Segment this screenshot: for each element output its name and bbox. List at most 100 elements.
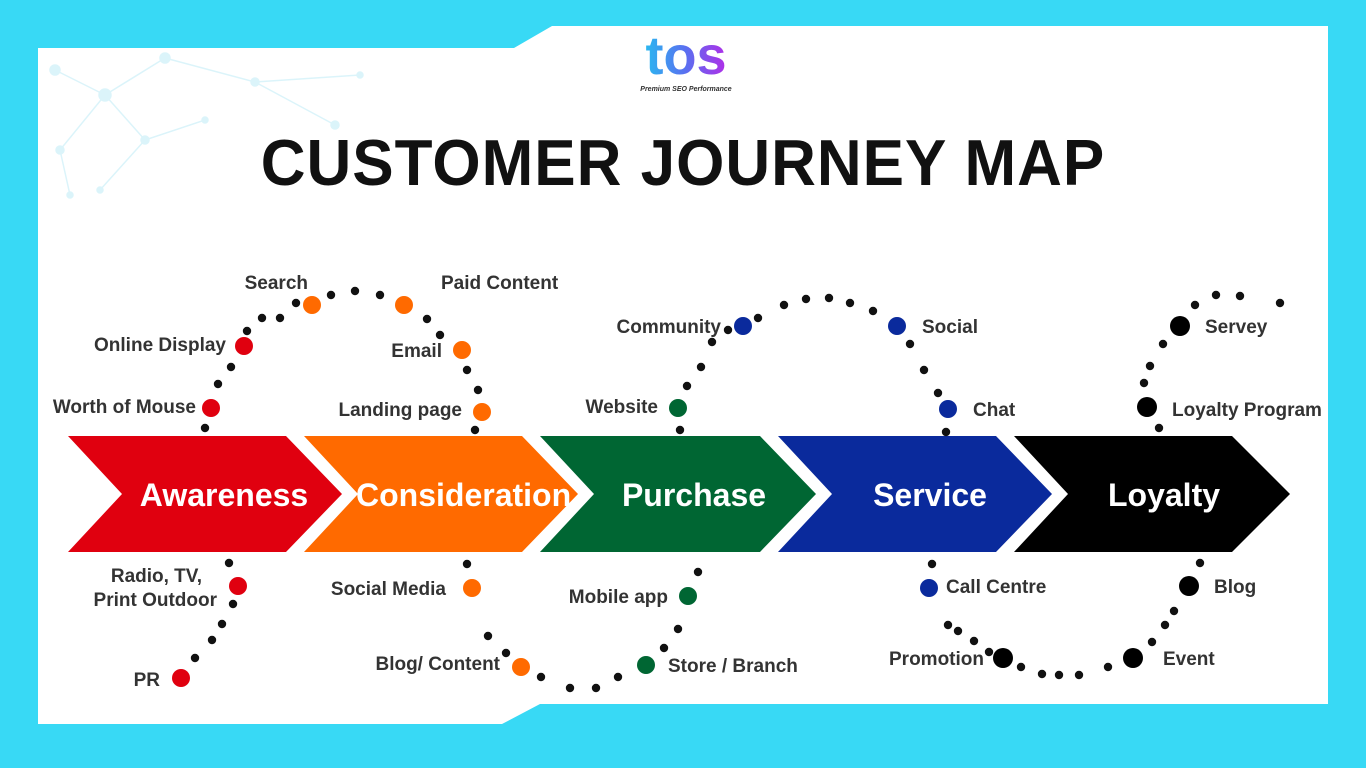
tos-logo: tos — [646, 30, 727, 86]
stage-label-loyalty: Loyalty — [1107, 477, 1221, 513]
path-dot — [462, 365, 472, 375]
touchpoint-dot-worth-of-mouse — [202, 399, 220, 417]
stage-label-consideration: Consideration — [356, 477, 572, 513]
path-dot — [462, 559, 472, 569]
touchpoint-search: Search — [244, 273, 308, 294]
touchpoint-loyalty-program: Loyalty Program — [1172, 400, 1322, 421]
path-dot — [1147, 637, 1157, 647]
path-dot — [228, 599, 238, 609]
path-dot — [226, 362, 236, 372]
stage-label-purchase: Purchase — [621, 477, 767, 513]
touchpoint-community: Community — [616, 317, 722, 338]
path-dot — [659, 643, 669, 653]
touchpoint-dot-paid-content — [395, 296, 413, 314]
path-dot — [1160, 620, 1170, 630]
path-dot — [257, 313, 267, 323]
path-dot — [473, 385, 483, 395]
touchpoint-dot-promotion — [993, 648, 1013, 668]
touchpoint-store-branch: Store / Branch — [668, 656, 798, 677]
chevron-consideration — [304, 436, 578, 552]
path-dot — [1016, 662, 1026, 672]
path-dot — [868, 306, 878, 316]
touchpoint-dot-community — [734, 317, 752, 335]
path-dot — [905, 339, 915, 349]
path-dot — [501, 648, 511, 658]
touchpoint-website: Website — [585, 397, 658, 418]
stage-label-service: Service — [873, 477, 987, 513]
path-dot — [1235, 291, 1245, 301]
path-dot — [200, 423, 210, 433]
path-dot — [275, 313, 285, 323]
path-dot — [919, 365, 929, 375]
touchpoint-landing-page: Landing page — [338, 400, 463, 421]
path-dot — [565, 683, 575, 693]
path-dot — [242, 326, 252, 336]
path-dot — [1054, 670, 1064, 680]
path-dot — [190, 653, 200, 663]
path-dot — [723, 325, 733, 335]
path-dot — [1195, 558, 1205, 568]
touchpoint-dot-blog-content — [512, 658, 530, 676]
path-dot — [943, 620, 953, 630]
path-dot — [435, 330, 445, 340]
path-dot — [927, 559, 937, 569]
path-dot — [213, 379, 223, 389]
logo-tagline: Premium SEO Performance — [640, 86, 732, 93]
path-dot — [953, 626, 963, 636]
touchpoint-dot-search — [303, 296, 321, 314]
path-dot — [291, 298, 301, 308]
touchpoint-worth-of-mouse: Worth of Mouse — [52, 397, 196, 418]
path-dot — [483, 631, 493, 641]
path-dot — [675, 425, 685, 435]
touchpoint-dot-pr — [172, 669, 190, 687]
touchpoint-pr: PR — [133, 670, 160, 691]
path-dot — [933, 388, 943, 398]
path-dot — [375, 290, 385, 300]
path-dot — [1074, 670, 1084, 680]
stage-label-awareness: Awareness — [139, 477, 309, 513]
path-dot — [536, 672, 546, 682]
path-dot — [1169, 606, 1179, 616]
touchpoint-dot-social-media — [463, 579, 481, 597]
path-dot — [1037, 669, 1047, 679]
touchpoint-dot-email — [453, 341, 471, 359]
network-decoration — [49, 52, 364, 199]
path-dot — [779, 300, 789, 310]
touchpoint-dot-mobile-app — [679, 587, 697, 605]
path-dot — [1275, 298, 1285, 308]
touchpoint-online-display: Online Display — [94, 335, 226, 356]
path-dot — [696, 362, 706, 372]
touchpoint-dot-store-branch — [637, 656, 655, 674]
touchpoint-promotion: Promotion — [889, 649, 984, 670]
path-dot — [941, 427, 951, 437]
touchpoint-dot-loyalty-program — [1137, 397, 1157, 417]
touchpoint-call-centre: Call Centre — [946, 577, 1047, 598]
touchpoint-chat: Chat — [973, 400, 1016, 421]
touchpoint-dot-chat — [939, 400, 957, 418]
path-dot — [801, 294, 811, 304]
path-dot — [224, 558, 234, 568]
touchpoint-blog-content: Blog/ Content — [375, 654, 500, 675]
logo-text: tos — [646, 30, 727, 86]
path-dot — [1190, 300, 1200, 310]
path-dot — [673, 624, 683, 634]
path-dot — [753, 313, 763, 323]
touchpoint-dot-website — [669, 399, 687, 417]
path-dot — [1158, 339, 1168, 349]
touchpoint-blog: Blog — [1214, 577, 1257, 598]
path-dot — [326, 290, 336, 300]
touchpoint-dot-landing-page — [473, 403, 491, 421]
path-dot — [707, 337, 717, 347]
path-dot — [693, 567, 703, 577]
dotted-paths — [190, 286, 1285, 693]
chevron-loyalty — [1014, 436, 1290, 552]
touchpoint-dot-servey — [1170, 316, 1190, 336]
touchpoint-mobile-app: Mobile app — [568, 587, 668, 608]
path-dot — [422, 314, 432, 324]
chevron-service — [778, 436, 1052, 552]
touchpoint-social: Social — [922, 317, 978, 338]
chevron-purchase — [540, 436, 816, 552]
path-dot — [1139, 378, 1149, 388]
